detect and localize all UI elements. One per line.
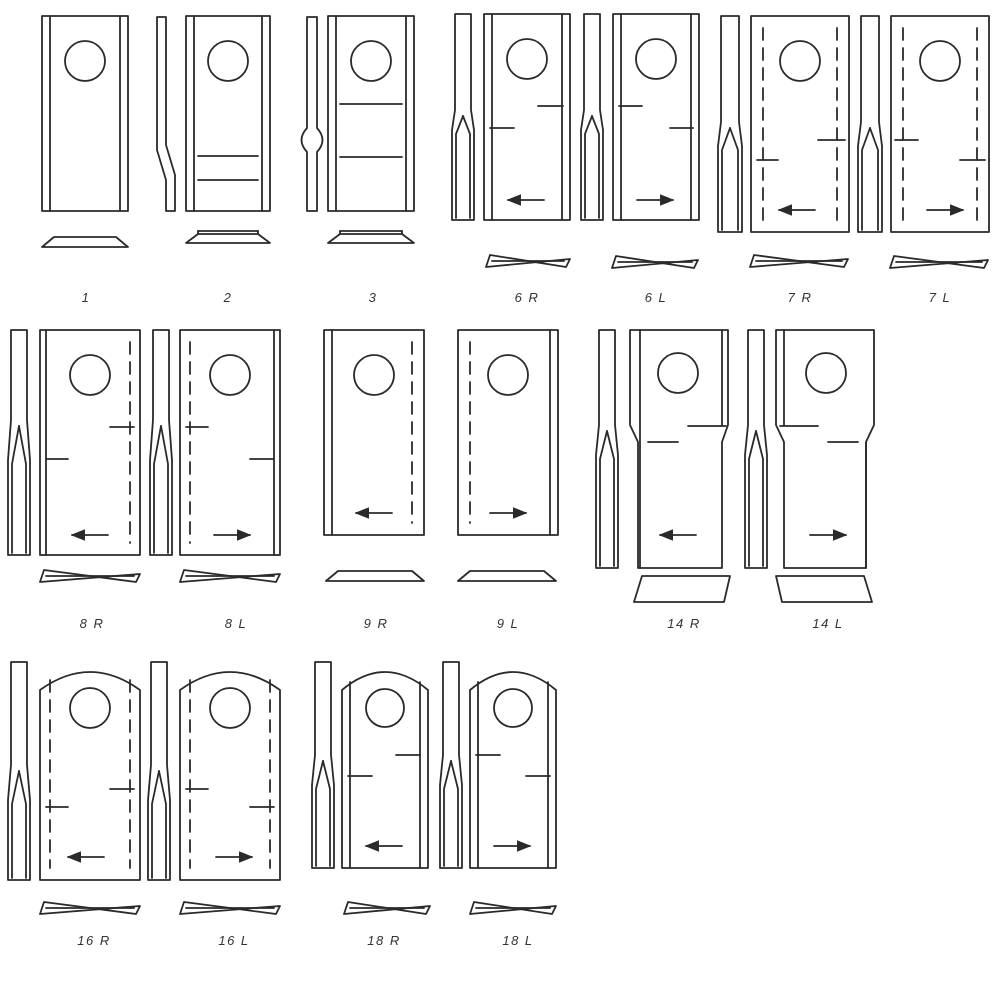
blade-7r xyxy=(717,15,850,268)
blade-18r xyxy=(311,661,431,915)
blade-label-16r: 16 R xyxy=(77,933,110,948)
blade-label-7r: 7 R xyxy=(788,290,813,305)
blade-label-3: 3 xyxy=(369,290,378,305)
blade-16l xyxy=(147,661,281,915)
blade-label-8r: 8 R xyxy=(80,616,105,631)
blade-3 xyxy=(300,15,415,244)
blade-2 xyxy=(156,15,271,244)
blade-label-14l: 14 L xyxy=(812,616,843,631)
blade-label-16l: 16 L xyxy=(218,933,249,948)
blade-8l xyxy=(149,329,281,583)
blade-label-9l: 9 L xyxy=(497,616,520,631)
blade-label-6r: 6 R xyxy=(515,290,540,305)
blade-6r xyxy=(451,13,571,268)
blade-7l xyxy=(857,15,990,269)
blade-9l xyxy=(457,329,559,582)
blade-6l xyxy=(580,13,700,269)
blade-1 xyxy=(41,15,129,248)
blade-14l xyxy=(744,329,875,603)
blade-label-14r: 14 R xyxy=(667,616,700,631)
blade-label-7l: 7 L xyxy=(929,290,952,305)
blade-16r xyxy=(7,661,141,915)
blade-label-1: 1 xyxy=(82,290,91,305)
blade-label-9r: 9 R xyxy=(364,616,389,631)
blade-label-2: 2 xyxy=(223,290,233,305)
blade-8r xyxy=(7,329,141,583)
blade-label-18r: 18 R xyxy=(367,933,400,948)
blade-9r xyxy=(323,329,425,582)
blade-label-6l: 6 L xyxy=(645,290,668,305)
blade-14r xyxy=(595,329,731,603)
blade-label-18l: 18 L xyxy=(502,933,533,948)
blade-18l xyxy=(439,661,557,915)
blade-label-8l: 8 L xyxy=(225,616,248,631)
